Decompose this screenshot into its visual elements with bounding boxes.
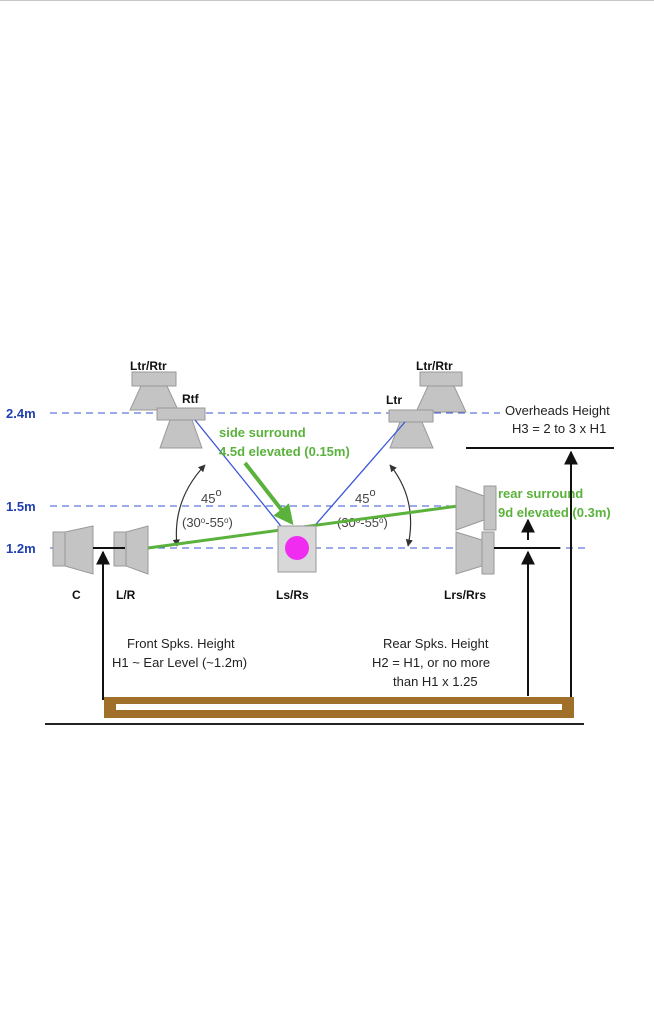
floor-platform-inner (116, 704, 562, 710)
height-label-2-4m: 2.4m (6, 406, 36, 421)
listener-position (285, 536, 309, 560)
side-surround-title: side surround (219, 425, 306, 440)
overhead-front-speaker-left-label: Rtf (182, 392, 200, 406)
rear-height-detail-2: than H1 x 1.25 (393, 674, 478, 689)
center-speaker (52, 525, 94, 575)
side-surround-speaker-label: Ls/Rs (276, 588, 309, 602)
front-lr-speaker-label: L/R (116, 588, 136, 602)
front-height-detail: H1 ~ Ear Level (~1.2m) (112, 655, 247, 670)
height-label-1-2m: 1.2m (6, 541, 36, 556)
center-speaker-label: C (72, 588, 81, 602)
overhead-rear-speaker-right (415, 371, 467, 413)
overheads-height-formula: H3 = 2 to 3 x H1 (512, 421, 606, 436)
rear-surround-speaker-elevated (455, 485, 497, 531)
side-surround-detail: 4.5d elevated (0.15m) (219, 444, 350, 459)
angle-left-range: (30o-55o) (182, 515, 233, 530)
angle-left-main: 45o (201, 487, 222, 506)
rear-surround-speaker-label: Lrs/Rrs (444, 588, 486, 602)
overhead-rear-speaker-right-label: Ltr/Rtr (416, 359, 453, 373)
height-guides (50, 412, 585, 549)
overhead-rear-speaker-left-label: Ltr/Rtr (130, 359, 167, 373)
rear-surround-title: rear surround (498, 486, 583, 501)
rear-surround-speaker-ear (455, 531, 495, 575)
rear-height-title: Rear Spks. Height (383, 636, 489, 651)
overhead-front-speaker-right (388, 409, 434, 449)
rear-height-detail: H2 = H1, or no more (372, 655, 490, 670)
angle-right-main: 45o (355, 487, 376, 506)
angle-arc-right (389, 464, 413, 547)
angle-arc-left (172, 464, 206, 547)
overheads-height-title: Overheads Height (505, 403, 610, 418)
overhead-front-speaker-right-label: Ltr (386, 393, 402, 407)
overhead-rear-speaker-left (129, 371, 179, 411)
top-border (0, 0, 654, 1)
front-lr-speaker (113, 525, 149, 575)
overhead-front-speaker-left (156, 407, 206, 449)
side-surround-arrow (243, 461, 294, 526)
rear-surround-detail: 9d elevated (0.3m) (498, 505, 611, 520)
front-height-title: Front Spks. Height (127, 636, 235, 651)
height-label-1-5m: 1.5m (6, 499, 36, 514)
